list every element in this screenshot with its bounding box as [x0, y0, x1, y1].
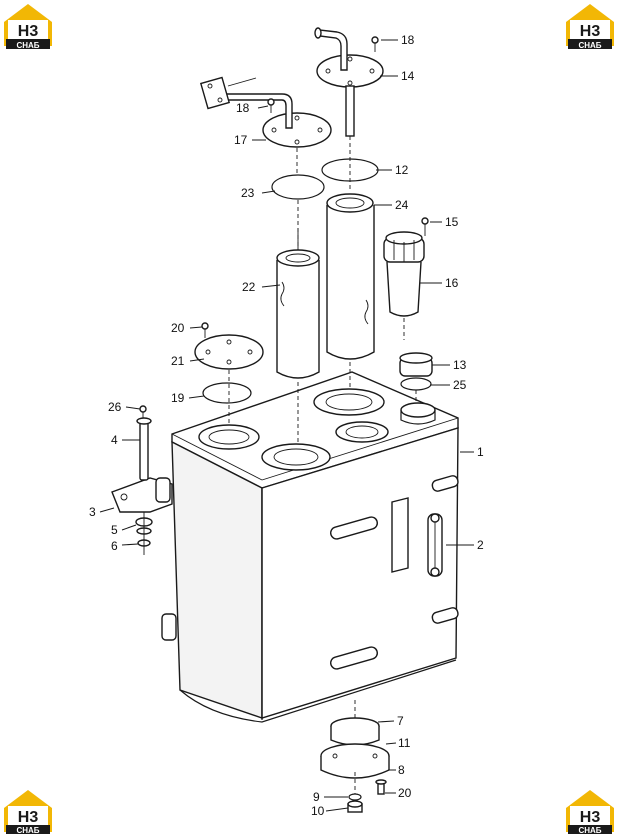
logo-bottom-right: H3 CHAБ	[566, 790, 614, 835]
svg-text:CHAБ: CHAБ	[578, 826, 601, 835]
callout-labels: 18 14 18 17 12 23 24 15 22 16 20 21 13 2…	[89, 33, 484, 818]
callout-24: 24	[395, 198, 409, 212]
callout-8: 8	[398, 763, 405, 777]
cover-14-with-pipe	[314, 27, 384, 190]
svg-text:H3: H3	[580, 23, 601, 40]
svg-text:H3: H3	[580, 809, 601, 826]
callout-21: 21	[171, 354, 185, 368]
washers	[135, 512, 153, 555]
callout-11: 11	[398, 736, 411, 750]
logo-bottom-left: H3 CHAБ	[4, 790, 52, 835]
cover-17-with-pipe	[199, 76, 332, 175]
callout-3: 3	[89, 505, 96, 519]
callout-19: 19	[171, 391, 185, 405]
filler-cap-13	[399, 352, 433, 404]
callout-4: 4	[111, 433, 118, 447]
callout-17: 17	[234, 133, 248, 147]
cover-21	[194, 322, 264, 425]
callout-7: 7	[397, 714, 404, 728]
logo-top-left: H3 CHAБ	[4, 4, 52, 50]
callout-16: 16	[445, 276, 459, 290]
svg-text:CHAБ: CHAБ	[578, 41, 601, 50]
leader-lines	[99, 39, 474, 812]
breather-filter-16	[383, 217, 429, 340]
tank-top-ports	[198, 388, 436, 471]
callout-1: 1	[477, 445, 484, 459]
hinge-bracket	[111, 477, 177, 641]
callout-26: 26	[108, 400, 122, 414]
callout-18-left: 18	[236, 101, 250, 115]
svg-text:CHAБ: CHAБ	[16, 41, 39, 50]
callout-14: 14	[401, 69, 415, 83]
hinge-pin	[136, 405, 152, 481]
filter-element-24	[326, 193, 375, 390]
svg-text:H3: H3	[18, 23, 39, 40]
callout-2: 2	[477, 538, 484, 552]
callout-5: 5	[111, 523, 118, 537]
callout-20-top: 20	[171, 321, 185, 335]
callout-10: 10	[311, 804, 325, 818]
callout-18-top: 18	[401, 33, 415, 47]
callout-9: 9	[313, 790, 320, 804]
callout-20-bottom: 20	[398, 786, 412, 800]
callout-6: 6	[111, 539, 118, 553]
drain-assembly	[320, 700, 390, 813]
callout-25: 25	[453, 378, 467, 392]
callout-13: 13	[453, 358, 467, 372]
logo-top-right: H3 CHAБ	[566, 4, 614, 50]
filter-element-22	[271, 174, 325, 445]
svg-text:CHAБ: CHAБ	[16, 826, 39, 835]
tank-body	[171, 371, 459, 723]
callout-23: 23	[241, 186, 255, 200]
tank-front-details	[329, 475, 459, 670]
callout-22: 22	[242, 280, 256, 294]
callout-12: 12	[395, 163, 409, 177]
svg-text:H3: H3	[18, 809, 39, 826]
callout-15: 15	[445, 215, 459, 229]
